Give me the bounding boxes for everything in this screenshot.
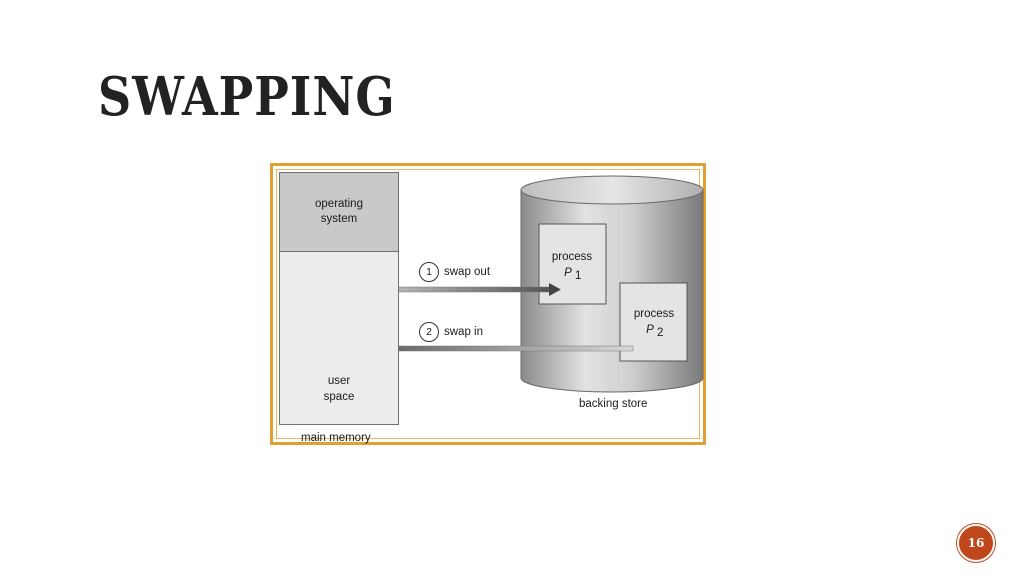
main-memory-column: operating system user space (279, 172, 399, 425)
step-2-label: swap in (444, 326, 483, 338)
swapping-diagram: process P 1 process P 2 (270, 163, 706, 445)
slide-title: SWAPPING (98, 65, 396, 128)
process-p1-label: process (552, 251, 593, 263)
process-p1-name: P (564, 267, 572, 279)
main-memory-label: main memory (301, 432, 371, 444)
process-p2-label: process (634, 308, 675, 320)
swap-in-step: 2 swap in (419, 322, 483, 342)
user-space-line2: space (323, 391, 355, 403)
swap-out-step: 1 swap out (419, 262, 490, 282)
diagram-graphics: process P 1 process P 2 (341, 175, 704, 393)
backing-store-label: backing store (579, 398, 648, 410)
process-p2-subscript: 2 (657, 327, 663, 339)
step-2-number: 2 (419, 322, 439, 342)
process-p1-subscript: 1 (575, 270, 581, 282)
diagram-inner-frame: process P 1 process P 2 (276, 169, 704, 444)
step-1-number: 1 (419, 262, 439, 282)
os-label-line2: system (320, 213, 358, 225)
user-space-line1: user (327, 375, 351, 387)
page-number-badge: 16 (957, 524, 995, 562)
step-1-label: swap out (444, 266, 491, 278)
os-label-line1: operating (315, 198, 363, 210)
process-p2-name: P (646, 324, 654, 336)
operating-system-region: operating system (280, 173, 398, 252)
user-space-region: user space (280, 373, 398, 405)
